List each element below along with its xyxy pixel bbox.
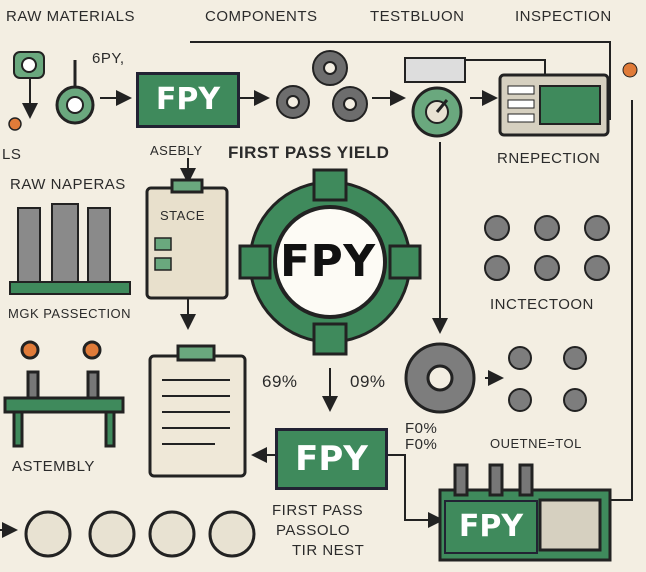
label-first-pass-yield: FIRST PASS YIELD — [228, 143, 390, 162]
label-pct-right: 09% — [350, 372, 386, 391]
label-testbluon: TESTBLUON — [370, 8, 465, 25]
label-passolo: PASSOLO — [276, 522, 351, 539]
label-astembly: ASTEMBLY — [12, 458, 95, 475]
inspection-parts-grid-icon — [484, 215, 610, 412]
label-oue-tol: OUETNE=TOL — [490, 436, 582, 451]
report-clipboard-icon — [148, 344, 247, 478]
raw-material-spools-icon — [9, 203, 131, 295]
label-tir-nest: TIR NEST — [292, 542, 365, 559]
label-ls: LS — [2, 146, 22, 163]
label-rnepection: RNEPECTION — [497, 150, 601, 167]
fpy-badge-bottom: FPY — [444, 500, 538, 554]
checklist-clipboard-icon — [145, 178, 229, 300]
central-gear-icon — [238, 168, 422, 356]
label-inctectoon: INCTECTOON — [490, 296, 594, 313]
label-raw-naperas: RAW NAPERAS — [10, 176, 126, 193]
finished-wheels-icon — [24, 510, 256, 558]
label-mgk-passection: MGK PASSECTION — [8, 306, 132, 321]
fpy-badge-top: FPY — [136, 72, 240, 128]
label-inspection-top: INSPECTION — [515, 8, 612, 25]
process-gear-icon — [404, 342, 476, 414]
label-first-pass: FIRST PASS — [272, 502, 364, 519]
label-asebly: ASEBLY — [150, 143, 203, 158]
label-small-fpy: 6PY, — [92, 50, 125, 67]
label-stace: STACE — [160, 208, 205, 223]
raw-material-valve-icon — [8, 51, 95, 131]
assembly-table-icon — [3, 340, 125, 448]
fpy-badge-middle: FPY — [275, 428, 388, 490]
label-fo-pct-bottom: F0% — [405, 436, 438, 453]
inspection-machine-icon — [498, 62, 638, 137]
components-gears-icon — [276, 50, 368, 122]
test-dial-icon — [404, 57, 466, 138]
label-components: COMPONENTS — [205, 8, 318, 25]
label-fo-pct-top: F0% — [405, 420, 438, 437]
label-pct-left: 69% — [262, 372, 298, 391]
flow-arrows — [0, 41, 633, 538]
fpy-gear-label: FPY — [280, 236, 376, 287]
label-raw-materials: RAW MATERIALS — [6, 8, 136, 25]
